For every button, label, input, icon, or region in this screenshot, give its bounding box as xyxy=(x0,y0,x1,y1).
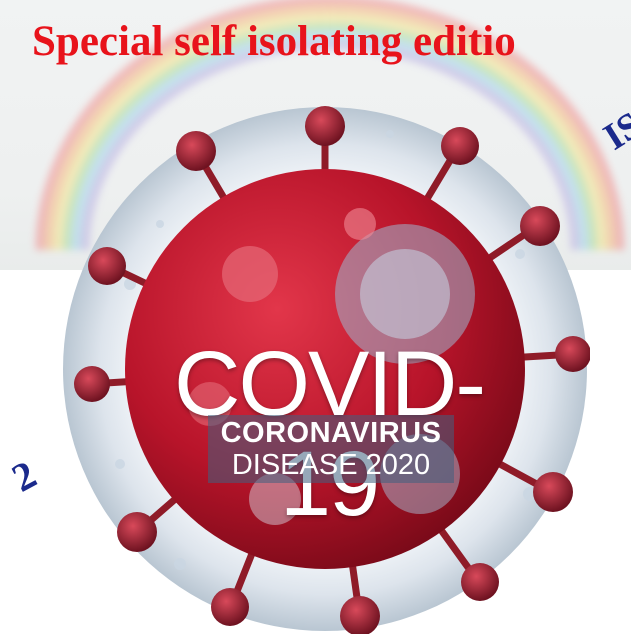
covid-virus-badge xyxy=(63,106,590,634)
virus-body xyxy=(125,169,525,569)
rainbow-graphic xyxy=(35,0,625,251)
virus-spike-knobs xyxy=(74,106,590,634)
edge-text-left: 2 xyxy=(4,451,44,501)
headline-title: Special self isolating editio xyxy=(32,18,516,65)
